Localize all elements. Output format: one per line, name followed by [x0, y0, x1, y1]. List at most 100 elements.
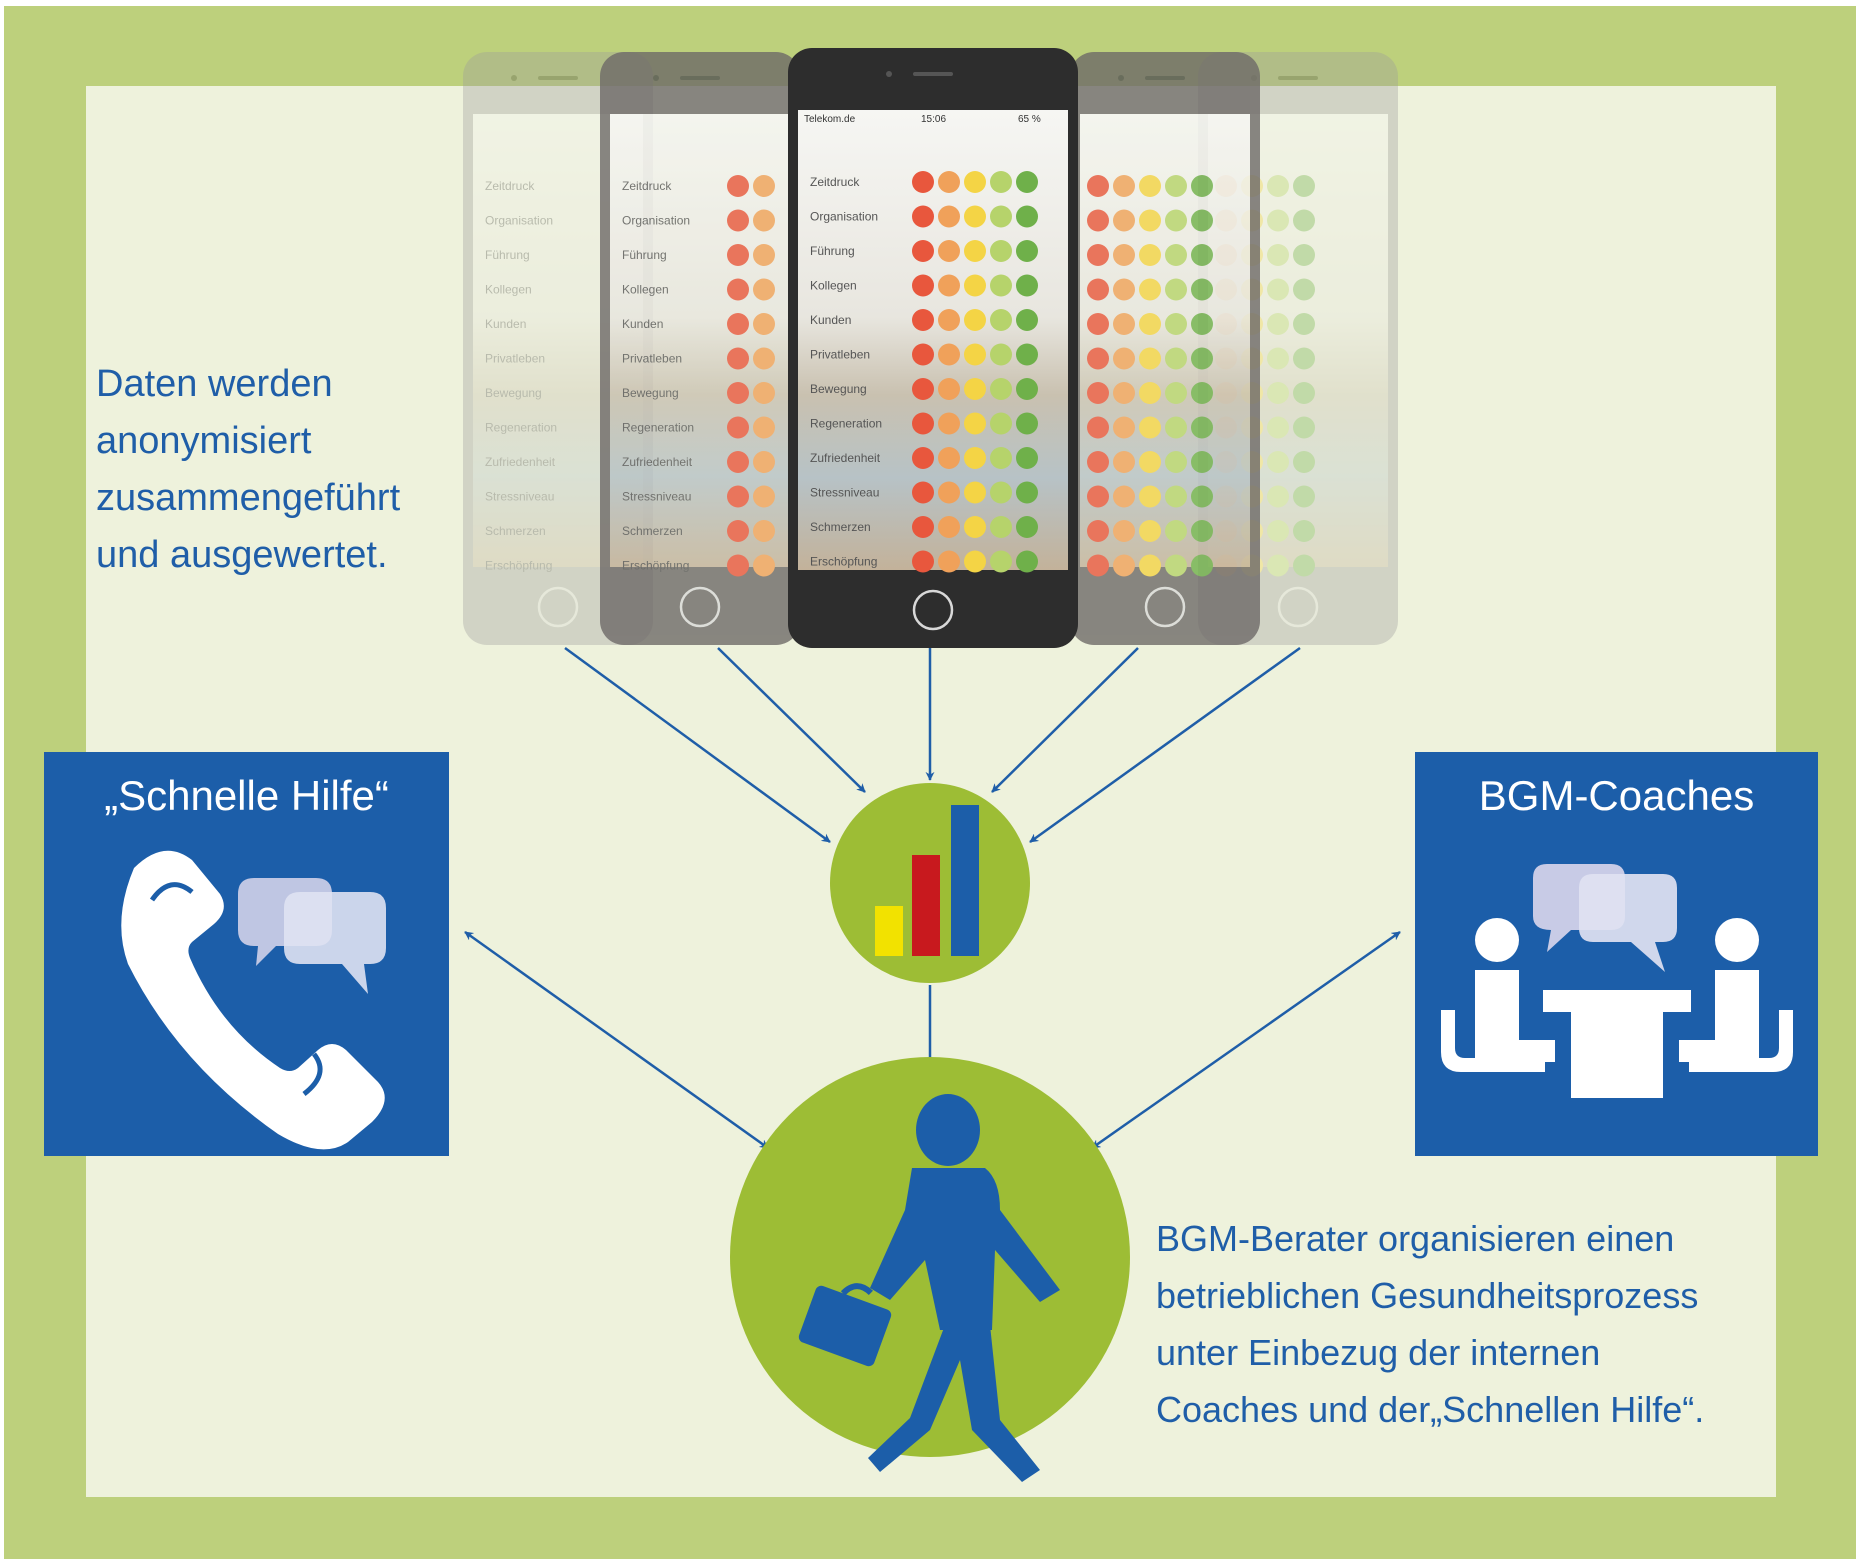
rating-dot[interactable]: [1139, 554, 1161, 577]
rating-dot[interactable]: [1165, 313, 1187, 335]
rating-dot[interactable]: [1267, 520, 1289, 542]
rating-dot[interactable]: [1016, 274, 1038, 297]
rating-dot[interactable]: [990, 481, 1012, 504]
rating-dot[interactable]: [938, 240, 960, 262]
rating-dot[interactable]: [1016, 240, 1038, 262]
rating-dot[interactable]: [1165, 347, 1187, 370]
rating-dot[interactable]: [1165, 278, 1187, 301]
rating-dot[interactable]: [912, 205, 934, 228]
rating-dot[interactable]: [990, 550, 1012, 573]
rating-dot[interactable]: [990, 309, 1012, 331]
rating-dot[interactable]: [938, 343, 960, 366]
rating-dot[interactable]: [1165, 382, 1187, 404]
rating-dot[interactable]: [1087, 485, 1109, 508]
rating-dot[interactable]: [753, 382, 775, 404]
rating-dot[interactable]: [1113, 382, 1135, 404]
rating-dot[interactable]: [964, 205, 986, 228]
rating-dot[interactable]: [912, 378, 934, 400]
rating-dot[interactable]: [938, 481, 960, 504]
rating-dot[interactable]: [964, 516, 986, 538]
rating-dot[interactable]: [1165, 175, 1187, 197]
rating-dot[interactable]: [964, 274, 986, 297]
rating-dot[interactable]: [1293, 347, 1315, 370]
rating-dot[interactable]: [1293, 313, 1315, 335]
rating-dot[interactable]: [753, 347, 775, 370]
rating-dot[interactable]: [753, 278, 775, 301]
rating-dot[interactable]: [1165, 520, 1187, 542]
rating-dot[interactable]: [1113, 554, 1135, 577]
rating-dot[interactable]: [990, 240, 1012, 262]
rating-dot[interactable]: [1087, 451, 1109, 473]
rating-dot[interactable]: [1191, 175, 1213, 197]
rating-dot[interactable]: [990, 171, 1012, 193]
rating-dot[interactable]: [1016, 343, 1038, 366]
rating-dot[interactable]: [1191, 209, 1213, 232]
rating-dot[interactable]: [938, 516, 960, 538]
rating-dot[interactable]: [727, 485, 749, 508]
rating-dot[interactable]: [1165, 485, 1187, 508]
rating-dot[interactable]: [990, 343, 1012, 366]
rating-dot[interactable]: [964, 481, 986, 504]
rating-dot[interactable]: [912, 412, 934, 435]
rating-dot[interactable]: [1293, 554, 1315, 577]
rating-dot[interactable]: [1087, 382, 1109, 404]
rating-dot[interactable]: [964, 412, 986, 435]
rating-dot[interactable]: [964, 447, 986, 469]
rating-dot[interactable]: [1293, 485, 1315, 508]
rating-dot[interactable]: [912, 309, 934, 331]
rating-dot[interactable]: [1016, 481, 1038, 504]
rating-dot[interactable]: [964, 171, 986, 193]
rating-dot[interactable]: [727, 416, 749, 439]
rating-dot[interactable]: [938, 205, 960, 228]
rating-dot[interactable]: [1191, 244, 1213, 266]
rating-dot[interactable]: [1087, 209, 1109, 232]
rating-dot[interactable]: [964, 378, 986, 400]
rating-dot[interactable]: [1165, 451, 1187, 473]
rating-dot[interactable]: [938, 412, 960, 435]
rating-dot[interactable]: [1267, 554, 1289, 577]
rating-dot[interactable]: [1191, 554, 1213, 577]
rating-dot[interactable]: [1016, 205, 1038, 228]
rating-dot[interactable]: [1191, 278, 1213, 301]
rating-dot[interactable]: [1087, 416, 1109, 439]
rating-dot[interactable]: [1293, 382, 1315, 404]
rating-dot[interactable]: [938, 171, 960, 193]
rating-dot[interactable]: [1191, 313, 1213, 335]
rating-dot[interactable]: [753, 554, 775, 577]
rating-dot[interactable]: [1087, 175, 1109, 197]
rating-dot[interactable]: [1139, 313, 1161, 335]
rating-dot[interactable]: [1139, 520, 1161, 542]
rating-dot[interactable]: [1267, 244, 1289, 266]
rating-dot[interactable]: [1267, 175, 1289, 197]
rating-dot[interactable]: [1016, 378, 1038, 400]
rating-dot[interactable]: [1113, 416, 1135, 439]
rating-dot[interactable]: [1293, 209, 1315, 232]
rating-dot[interactable]: [1267, 485, 1289, 508]
rating-dot[interactable]: [727, 554, 749, 577]
rating-dot[interactable]: [727, 451, 749, 473]
rating-dot[interactable]: [753, 416, 775, 439]
rating-dot[interactable]: [1191, 520, 1213, 542]
rating-dot[interactable]: [1165, 554, 1187, 577]
rating-dot[interactable]: [964, 309, 986, 331]
rating-dot[interactable]: [1293, 520, 1315, 542]
rating-dot[interactable]: [753, 244, 775, 266]
rating-dot[interactable]: [753, 520, 775, 542]
rating-dot[interactable]: [1293, 451, 1315, 473]
rating-dot[interactable]: [1113, 485, 1135, 508]
rating-dot[interactable]: [1267, 451, 1289, 473]
rating-dot[interactable]: [1293, 416, 1315, 439]
rating-dot[interactable]: [964, 343, 986, 366]
rating-dot[interactable]: [912, 516, 934, 538]
rating-dot[interactable]: [1113, 347, 1135, 370]
rating-dot[interactable]: [1293, 175, 1315, 197]
rating-dot[interactable]: [753, 175, 775, 197]
rating-dot[interactable]: [1016, 171, 1038, 193]
rating-dot[interactable]: [964, 550, 986, 573]
rating-dot[interactable]: [1191, 382, 1213, 404]
rating-dot[interactable]: [1267, 416, 1289, 439]
rating-dot[interactable]: [1165, 416, 1187, 439]
rating-dot[interactable]: [1113, 520, 1135, 542]
rating-dot[interactable]: [1113, 278, 1135, 301]
rating-dot[interactable]: [727, 347, 749, 370]
